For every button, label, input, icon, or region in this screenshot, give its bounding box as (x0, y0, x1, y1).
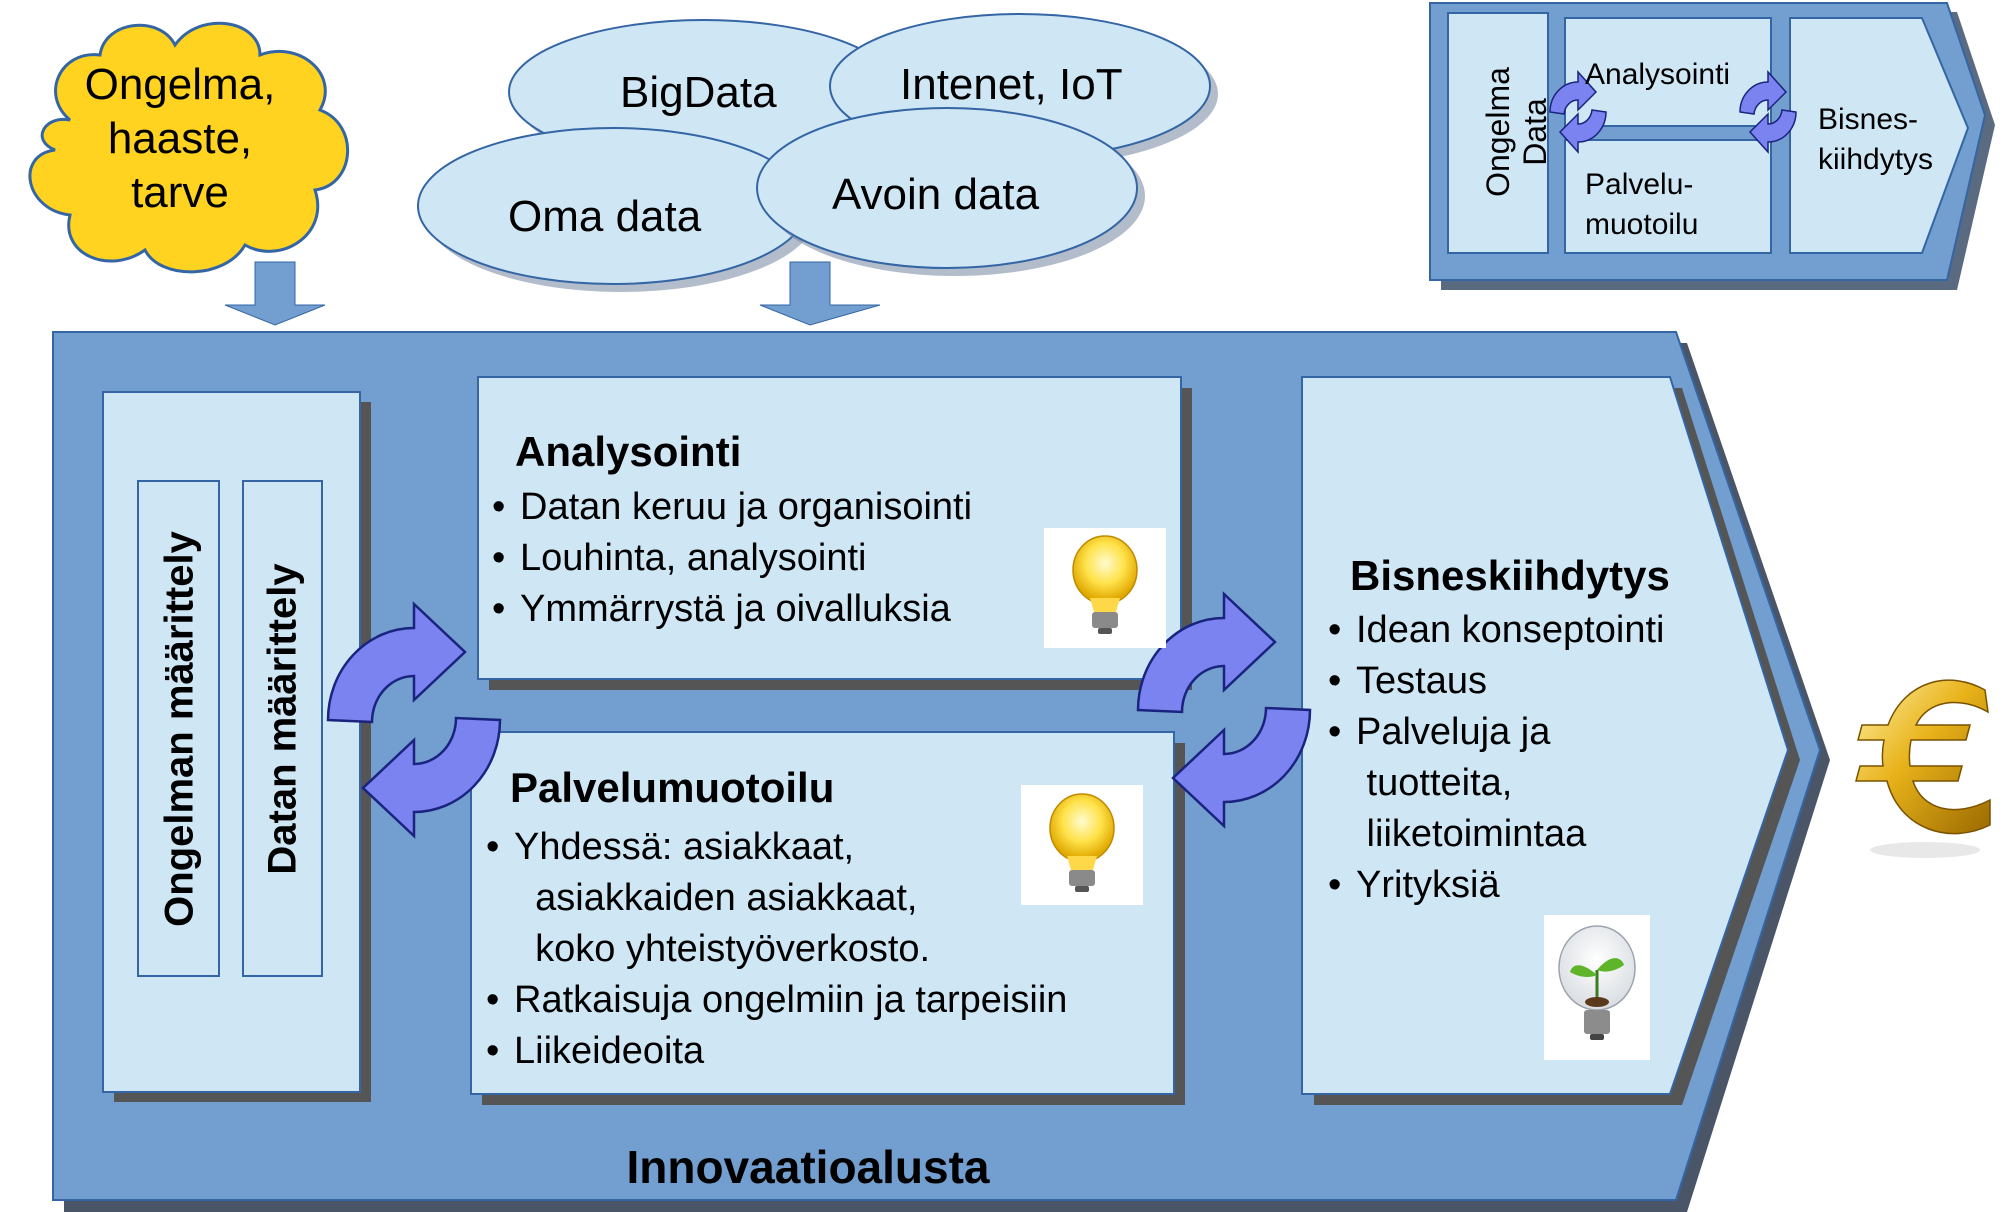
business-list: Idean konseptointi Testaus Palveluja ja … (1328, 605, 1664, 911)
list-item: Ratkaisuja ongelmiin ja tarpeisiin (486, 975, 1067, 1026)
list-item: Datan keruu ja organisointi (492, 482, 972, 533)
problem-definition-label: Ongelman määrittely (157, 531, 202, 927)
list-item: Testaus (1328, 656, 1664, 707)
list-item: Yhdessä: asiakkaat, asiakkaiden asiakkaa… (486, 822, 1067, 975)
business-title: Bisneskiihdytys (1350, 552, 1670, 599)
mini-data-label: Data (1517, 98, 1553, 166)
service-design-title: Palvelumuotoilu (510, 764, 835, 811)
service-lightbulb-icon (1021, 785, 1143, 905)
mini-diagram (1429, 1, 1995, 290)
cloud-line: tarve (131, 168, 229, 217)
own-data-label: Oma data (508, 192, 702, 241)
mini-service-label: Palvelu- muotoilu (1585, 168, 1699, 241)
data-definition-label: Datan määrittely (260, 563, 305, 875)
service-design-list: Yhdessä: asiakkaat, asiakkaiden asiakkaa… (486, 822, 1067, 1077)
list-item: Ymmärrystä ja oivalluksia (492, 584, 972, 635)
analysis-title: Analysointi (515, 428, 742, 475)
euro-icon (1855, 679, 1991, 858)
data-down-arrow (759, 261, 881, 326)
cloud-down-arrow (224, 261, 326, 326)
cloud-line: Ongelma, (84, 60, 276, 109)
mini-problem-label: Ongelma (1480, 67, 1516, 197)
data-source-ellipses (417, 13, 1218, 292)
mini-analysis-label: Analysointi (1585, 58, 1731, 91)
internet-iot-label: Intenet, IoT (900, 60, 1123, 109)
problem-cloud (28, 21, 349, 274)
plant-bulb-icon (1544, 915, 1650, 1060)
list-item: Idean konseptointi (1328, 605, 1664, 656)
analysis-lightbulb-icon (1044, 528, 1166, 648)
bigdata-label: BigData (620, 68, 777, 117)
mini-business-label: Bisnes- kiihdytys (1818, 103, 1934, 176)
mini-cycle-icon-right (1739, 70, 1797, 154)
definition-panel (102, 391, 371, 1102)
problem-cloud-label: Ongelma, haaste, tarve (55, 58, 305, 220)
open-data-label: Avoin data (832, 170, 1040, 219)
list-item: Liikeideoita (486, 1026, 1067, 1077)
innovation-platform-label: Innovaatioalusta (626, 1141, 990, 1193)
analysis-list: Datan keruu ja organisointi Louhinta, an… (492, 482, 972, 635)
cycle-icon-left (326, 601, 502, 839)
cycle-icon-right (1136, 591, 1312, 829)
list-item: Louhinta, analysointi (492, 533, 972, 584)
list-item: Palveluja ja tuotteita, liiketoimintaa (1328, 707, 1664, 860)
mini-cycle-icon-left (1549, 70, 1607, 154)
cloud-line: haaste, (107, 114, 253, 163)
list-item: Yrityksiä (1328, 860, 1664, 911)
